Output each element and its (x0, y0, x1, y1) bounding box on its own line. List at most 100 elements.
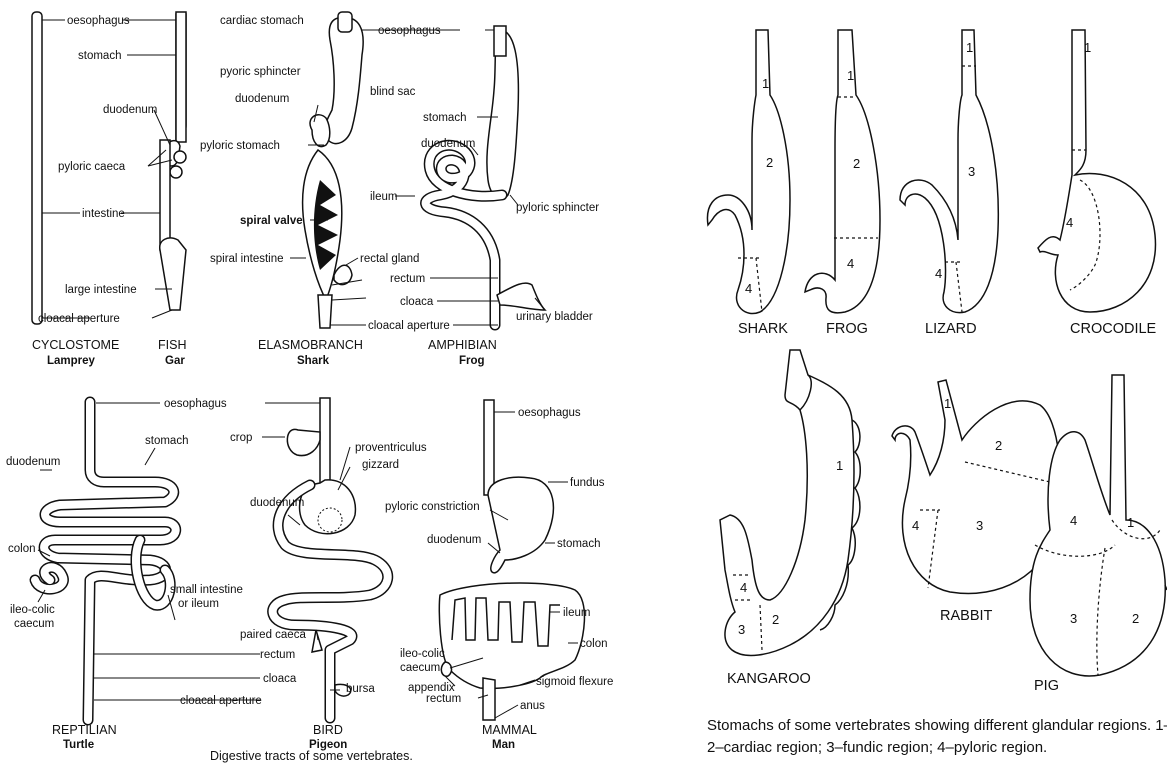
label-fundus: fundus (570, 477, 605, 489)
animal-man: Man (492, 739, 515, 751)
label-ileo-colic-man-2: caecum (400, 662, 440, 674)
label-rectal-gland: rectal gland (360, 253, 419, 265)
label-paired-caeca: paired caeca (240, 629, 306, 641)
pig-region-1: 1 (1127, 515, 1134, 530)
group-elasmobranch: ELASMOBRANCH (258, 338, 363, 352)
label-crop: crop (230, 432, 252, 444)
label-ileum-frog: ileum (370, 191, 397, 203)
label-spiral-intestine: spiral intestine (210, 253, 284, 265)
stomach-label-kangaroo: KANGAROO (727, 671, 811, 687)
gar-tract (121, 12, 186, 318)
label-blind-sac: blind sac (370, 86, 416, 98)
kangaroo-region-4: 4 (740, 580, 747, 595)
label-oesophagus-lamprey: oesophagus (67, 15, 130, 27)
label-pyloric-stomach: pyloric stomach (200, 140, 280, 152)
label-colon-turtle: colon (8, 543, 36, 555)
label-cardiac-stomach: cardiac stomach (220, 15, 304, 27)
lizard-region-3: 3 (968, 164, 975, 179)
right-caption-line-1: Stomachs of some vertebrates showing dif… (707, 717, 1167, 734)
crocodile-region-4: 4 (1066, 215, 1073, 230)
label-duodenum-turtle: duodenum (6, 456, 60, 468)
group-cyclostome: CYCLOSTOME (32, 338, 119, 352)
label-small-intestine-1: small intestine (170, 584, 243, 596)
label-large-intestine: large intestine (65, 284, 137, 296)
frog-region-2: 2 (853, 156, 860, 171)
kangaroo-region-2: 2 (772, 612, 779, 627)
label-pyloric-caeca: pyloric caeca (58, 161, 126, 173)
crocodile-region-1: 1 (1084, 40, 1091, 55)
label-proventriculus: proventriculus (355, 442, 427, 454)
man-tract (439, 400, 584, 720)
left-figure: oesophagus stomach duodenum pyloric caec… (6, 12, 613, 763)
animal-shark: Shark (297, 355, 330, 367)
label-pyloric-constriction: pyloric constriction (385, 501, 480, 513)
shark-stomach: 1 2 4 (707, 30, 790, 313)
stomach-label-lizard: LIZARD (925, 321, 977, 337)
pig-region-2: 2 (1132, 611, 1139, 626)
rabbit-region-3: 3 (976, 518, 983, 533)
label-stomach-gar: stomach (78, 50, 121, 62)
label-sigmoid-flexure: sigmoid flexure (536, 676, 613, 688)
animal-lamprey: Lamprey (47, 355, 96, 367)
group-reptilian: REPTILIAN (52, 723, 117, 737)
kangaroo-stomach: 1 4 3 2 (720, 350, 860, 655)
label-anus: anus (520, 700, 545, 712)
lizard-region-4: 4 (935, 266, 942, 281)
label-duodenum-man: duodenum (427, 534, 481, 546)
left-caption: Digestive tracts of some vertebrates. (210, 749, 413, 763)
label-small-intestine-2: or ileum (178, 598, 219, 610)
right-figure: 1 2 4 1 2 4 1 3 4 1 4 (707, 30, 1167, 756)
label-colon-man: colon (580, 638, 608, 650)
kangaroo-region-3: 3 (738, 622, 745, 637)
label-stomach-turtle: stomach (145, 435, 188, 447)
stomach-label-pig: PIG (1034, 678, 1059, 694)
label-cloaca-frog: cloaca (400, 296, 434, 308)
crocodile-stomach: 1 4 (1038, 30, 1155, 312)
label-rectum-man: rectum (426, 693, 461, 705)
label-gizzard: gizzard (362, 459, 399, 471)
label-duodenum-bird: duodenum (250, 497, 304, 509)
stomach-label-shark: SHARK (738, 321, 788, 337)
label-cloacal-aperture-lamprey: cloacal aperture (38, 313, 120, 325)
group-fish: FISH (158, 338, 186, 352)
label-pyloric-sphincter-frog: pyloric sphincter (516, 202, 599, 214)
animal-gar: Gar (165, 355, 185, 367)
label-cloaca-bird: cloaca (263, 673, 297, 685)
pig-region-4: 4 (1070, 513, 1077, 528)
frog-region-4: 4 (847, 256, 854, 271)
label-oesophagus-turtle: oesophagus (164, 398, 227, 410)
lizard-region-1: 1 (966, 40, 973, 55)
label-oesophagus-man: oesophagus (518, 407, 581, 419)
label-pyoric-sphincter: pyoric sphincter (220, 66, 301, 78)
frog-stomach: 1 2 4 (805, 30, 880, 313)
label-cloacal-aperture-turtle: cloacal aperture (180, 695, 262, 707)
rabbit-region-1: 1 (944, 396, 951, 411)
label-stomach-frog: stomach (423, 112, 466, 124)
label-duodenum-gar: duodenum (103, 104, 157, 116)
label-spiral-valve: spiral valve (240, 215, 303, 227)
rabbit-region-4: 4 (912, 518, 919, 533)
group-mammal: MAMMAL (482, 723, 537, 737)
label-rectum-bird: rectum (260, 649, 295, 661)
group-bird: BIRD (313, 723, 343, 737)
label-duodenum-frog: duodenum (421, 138, 475, 150)
stomach-label-crocodile: CROCODILE (1070, 321, 1157, 337)
kangaroo-region-1: 1 (836, 458, 843, 473)
label-ileo-colic-turtle-1: ileo-colic (10, 604, 55, 616)
label-ileo-colic-man-1: ileo-colic (400, 648, 445, 660)
animal-frog: Frog (459, 355, 485, 367)
frog-region-1: 1 (847, 68, 854, 83)
stomach-label-rabbit: RABBIT (940, 608, 993, 624)
rabbit-region-2: 2 (995, 438, 1002, 453)
label-urinary-bladder: urinary bladder (516, 311, 593, 323)
label-ileo-colic-turtle-2: caecum (14, 618, 54, 630)
shark-region-2: 2 (766, 155, 773, 170)
label-bursa: bursa (346, 683, 375, 695)
label-rectum-frog: rectum (390, 273, 425, 285)
shark-region-4: 4 (745, 281, 752, 296)
right-caption-line-2: 2–cardiac region; 3–fundic region; 4–pyl… (707, 739, 1047, 756)
label-duodenum-shark: duodenum (235, 93, 289, 105)
stomach-label-frog: FROG (826, 321, 868, 337)
